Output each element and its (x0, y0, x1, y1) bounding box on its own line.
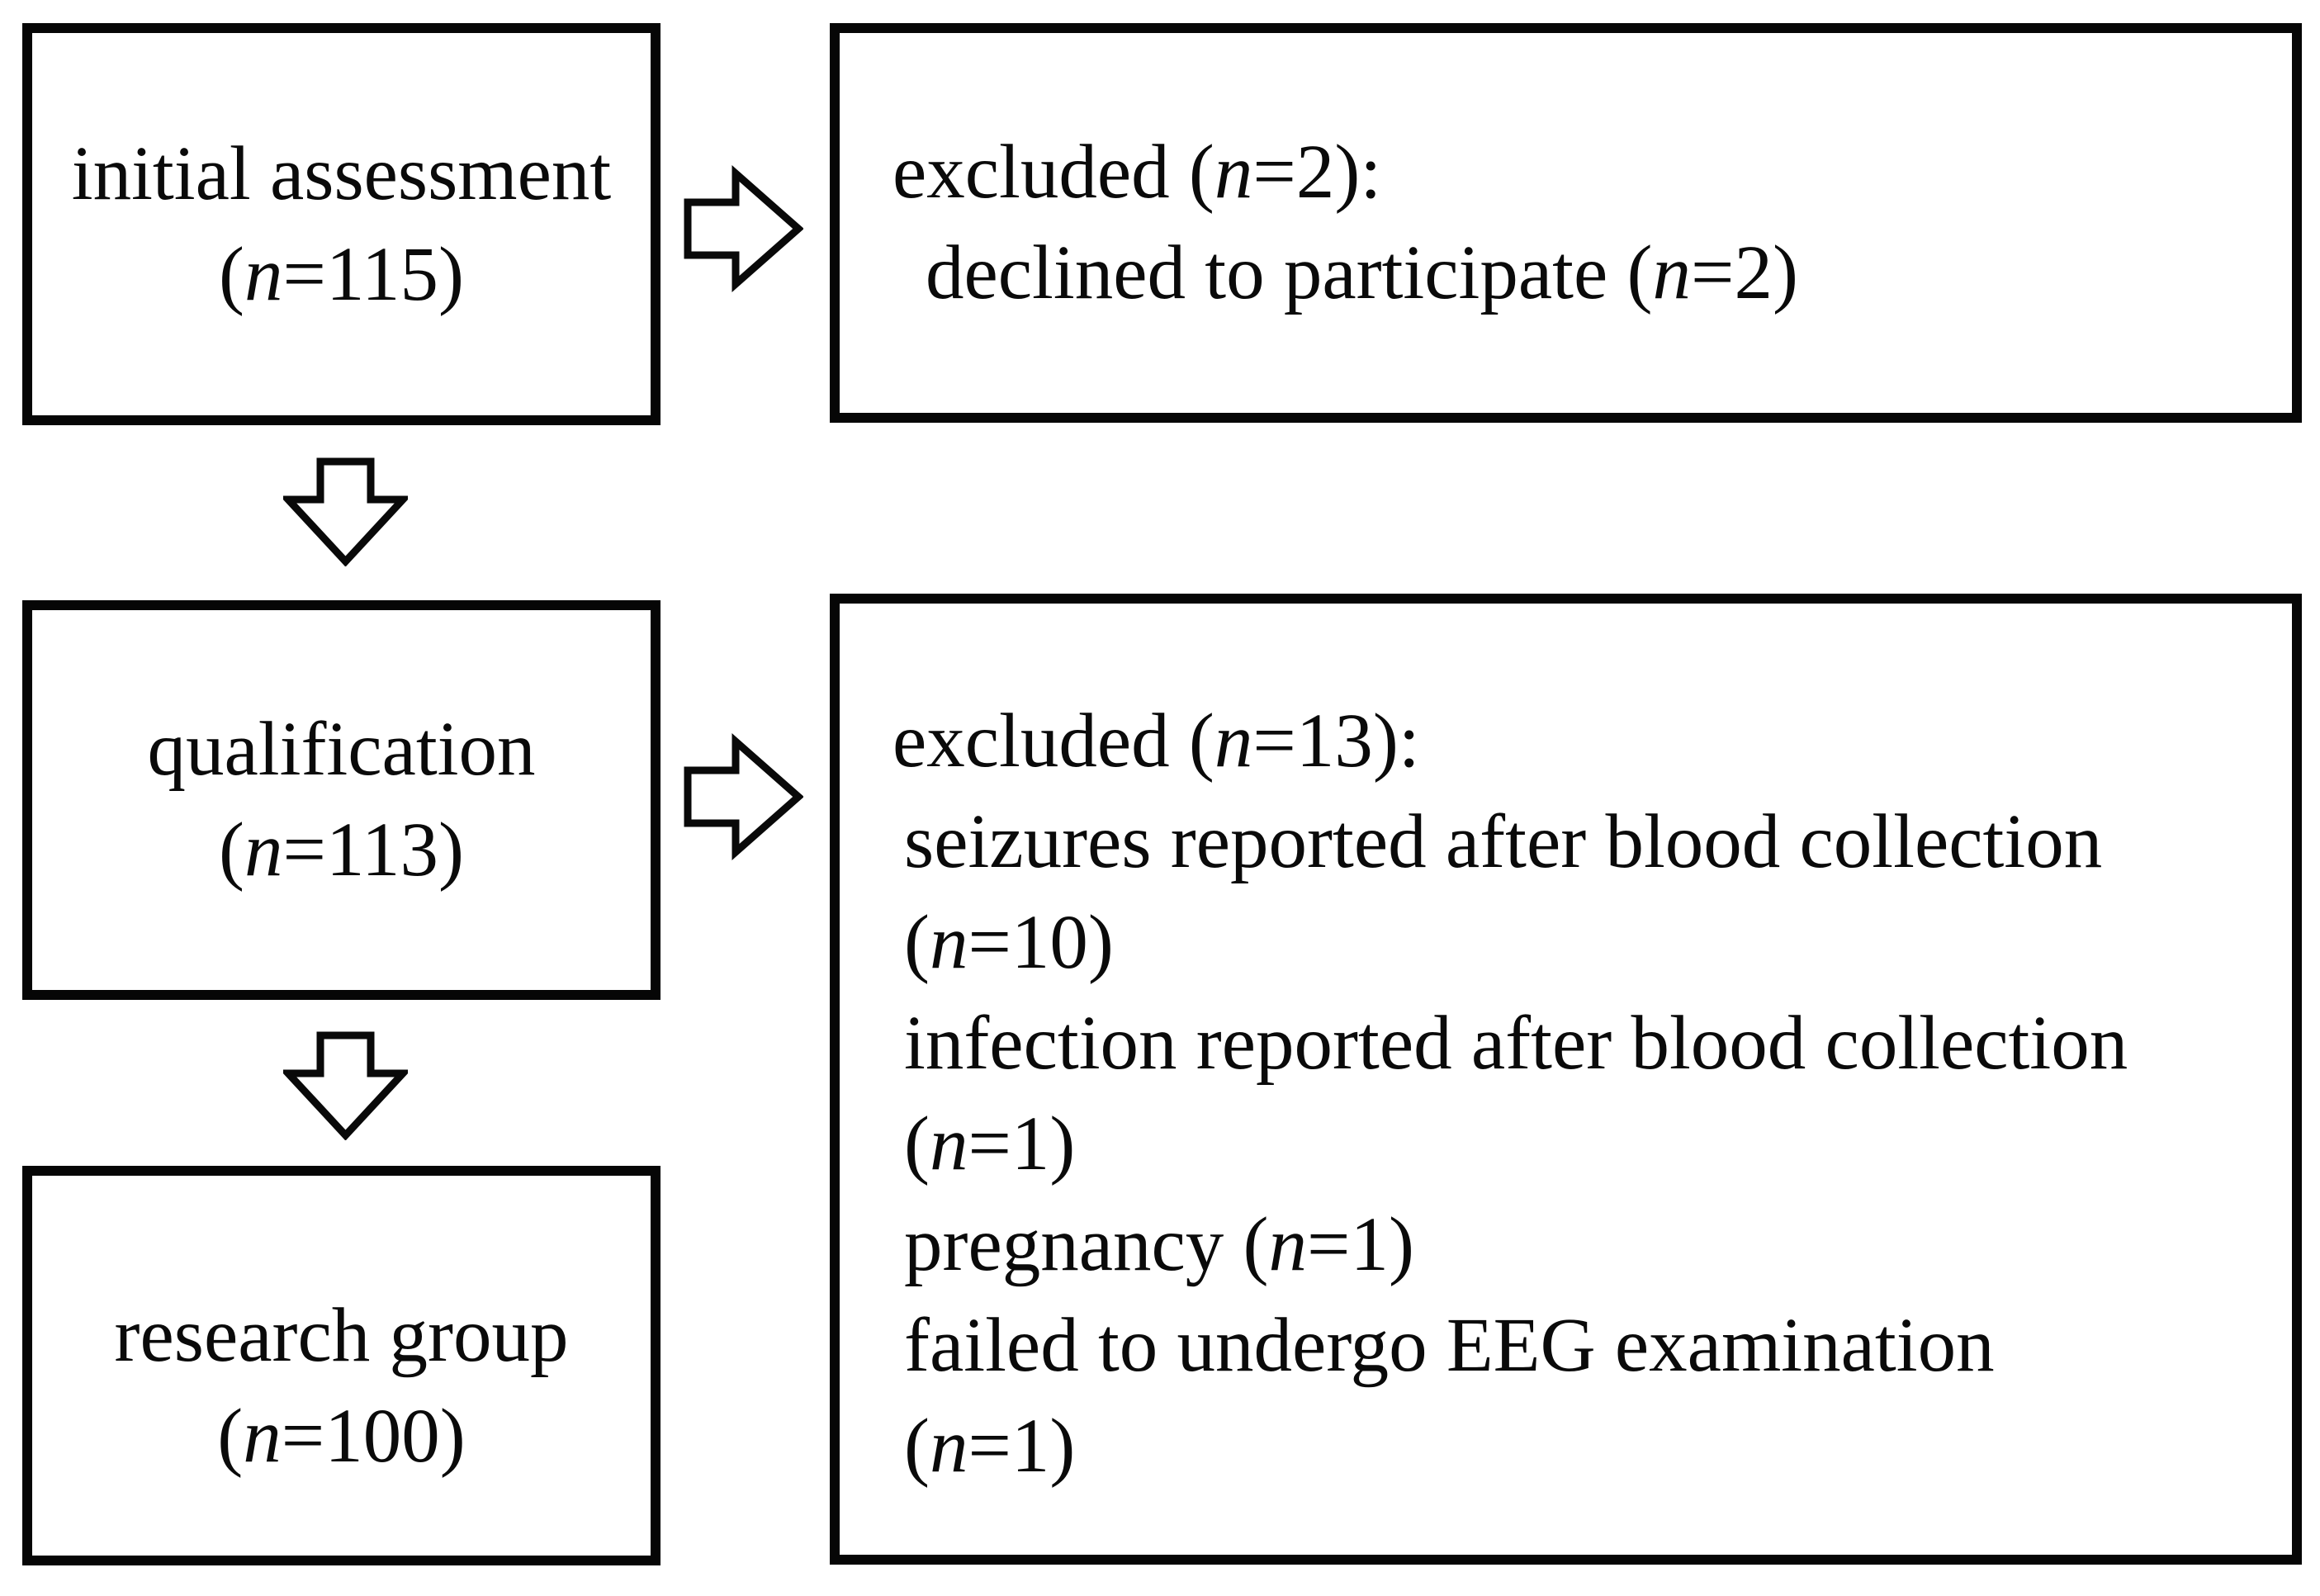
line-text: excluded ( (892, 699, 1214, 784)
line-text: initial assessment (71, 130, 612, 216)
box-text-line: infection reported after blood collectio… (892, 993, 2267, 1094)
box-text-line: (n=115) (32, 225, 651, 325)
excluded-n2-box: excluded (n=2): declined to participate … (830, 23, 2302, 423)
box-text-line: (n=10) (892, 893, 2267, 993)
box-text-line: (n=100) (32, 1386, 651, 1487)
box-text-line: excluded (n=2): (892, 122, 2267, 223)
line-text: ( (217, 1394, 244, 1479)
down-arrow-icon (283, 1031, 408, 1140)
down-arrow-icon (283, 457, 408, 566)
line-text: excluded ( (892, 130, 1214, 215)
line-text: qualification (147, 707, 536, 792)
line-text: =115) (282, 231, 464, 317)
line-text: =1) (968, 1404, 1076, 1489)
line-text: ( (219, 231, 244, 317)
box-text-line: (n=113) (32, 800, 651, 901)
line-text: =1) (1307, 1202, 1414, 1287)
box-text-line: (n=1) (892, 1396, 2267, 1497)
line-text: research group (114, 1293, 569, 1378)
line-text: declined to participate ( (926, 230, 1653, 315)
box-text-line: excluded (n=13): (892, 691, 2267, 792)
italic-n: n (929, 1404, 968, 1489)
right-arrow-icon (684, 165, 803, 292)
line-text: pregnancy ( (904, 1202, 1269, 1287)
line-text: seizures reported after blood collection (904, 799, 2103, 884)
italic-n: n (1652, 230, 1692, 315)
line-text: failed to undergo EEG examination (904, 1303, 1995, 1388)
italic-n: n (244, 231, 283, 317)
right-arrow-icon (684, 733, 803, 860)
qualification-box: qualification (n=113) (22, 600, 660, 1000)
box-text-line: failed to undergo EEG examination (892, 1295, 2267, 1396)
box-text-line: (n=1) (892, 1094, 2267, 1195)
italic-n: n (243, 1394, 282, 1479)
line-text: =1) (968, 1101, 1076, 1186)
line-text: =100) (281, 1394, 466, 1479)
line-text: ( (904, 1404, 930, 1489)
line-text: infection reported after blood collectio… (904, 1001, 2128, 1086)
box-text-line: initial assessment (32, 124, 651, 225)
line-text: ( (219, 807, 244, 893)
italic-n: n (929, 900, 968, 985)
box-text-line: qualification (32, 699, 651, 800)
research-group-box: research group (n=100) (22, 1166, 660, 1565)
italic-n: n (929, 1101, 968, 1186)
box-text-line: research group (32, 1286, 651, 1386)
line-text: =13): (1252, 699, 1420, 784)
line-text: =2) (1691, 230, 1798, 315)
excluded-n13-box: excluded (n=13): seizures reported after… (830, 594, 2302, 1565)
box-text-line: pregnancy (n=1) (892, 1195, 2267, 1295)
line-text: ( (904, 1101, 930, 1186)
line-text: ( (904, 900, 930, 985)
line-text: =113) (282, 807, 464, 893)
line-text: =2): (1252, 130, 1382, 215)
italic-n: n (1214, 699, 1253, 784)
italic-n: n (1268, 1202, 1308, 1287)
italic-n: n (1214, 130, 1253, 215)
line-text: =10) (968, 900, 1114, 985)
italic-n: n (244, 807, 283, 893)
initial-assessment-box: initial assessment (n=115) (22, 23, 660, 425)
box-text-line: seizures reported after blood collection (892, 792, 2267, 893)
box-text-line: declined to participate (n=2) (892, 223, 2267, 324)
